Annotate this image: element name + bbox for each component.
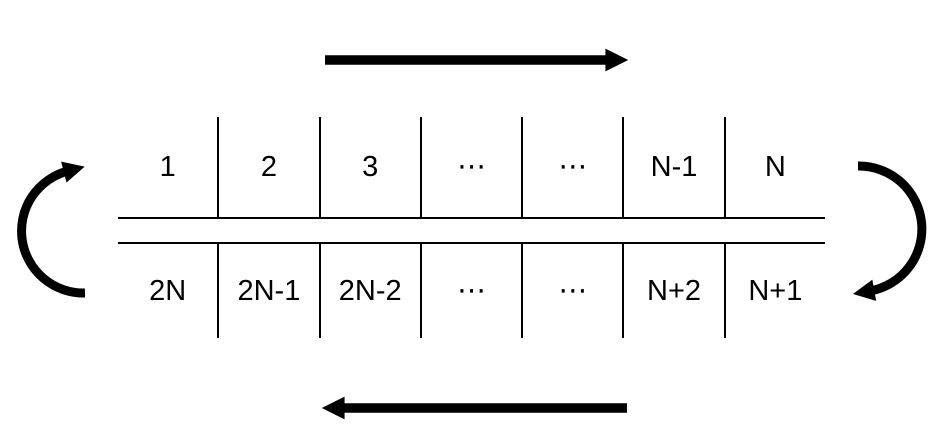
slot-cell-2: 2 (219, 117, 321, 217)
wrap-around-right-arrow-icon (852, 161, 927, 301)
slot-cell-ellipsis: ⋯ (523, 244, 625, 338)
slot-cell-ellipsis: ⋯ (422, 117, 524, 217)
slot-cell-2n-minus-1: 2N-1 (219, 244, 321, 338)
top-slot-row: 1 2 3 ⋯ ⋯ N-1 N (118, 117, 825, 219)
slot-cell-n-minus-1: N-1 (624, 117, 726, 217)
wrap-around-left-arrow-icon (17, 161, 86, 298)
slot-cell-ellipsis: ⋯ (422, 244, 524, 338)
slot-cell-n-plus-2: N+2 (624, 244, 726, 338)
slot-cell-ellipsis: ⋯ (523, 117, 625, 217)
bottom-slot-row: 2N 2N-1 2N-2 ⋯ ⋯ N+2 N+1 (118, 242, 825, 338)
slot-cell-3: 3 (321, 117, 422, 217)
row-divider-gap (118, 219, 825, 242)
slot-cell-n: N (764, 150, 786, 183)
slot-cell-1: 1 (118, 117, 220, 217)
slot-cell-n-plus-1: N+1 (748, 274, 803, 307)
slot-cell-2n-minus-2: 2N-2 (321, 244, 422, 338)
slot-table: 1 2 3 ⋯ ⋯ N-1 N 2N 2N-1 2N-2 ⋯ ⋯ N+2 N+1 (118, 117, 825, 338)
slot-cell-2n: 2N (118, 244, 220, 338)
